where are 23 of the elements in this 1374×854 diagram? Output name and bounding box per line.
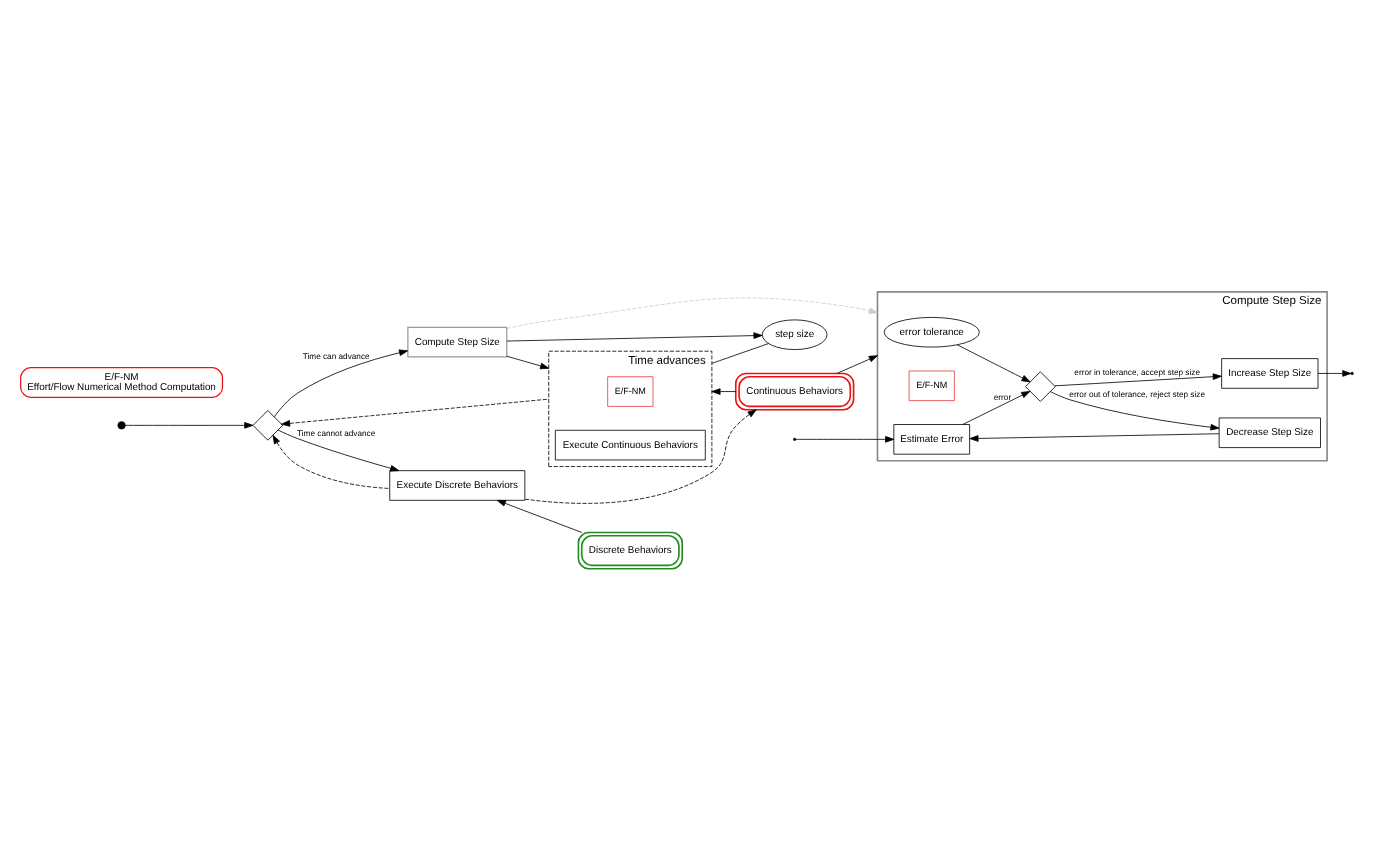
arrow — [969, 433, 1220, 442]
arrow — [277, 429, 400, 472]
arrow — [272, 434, 390, 489]
node-diamond — [252, 410, 284, 441]
connector — [711, 343, 769, 364]
arrow — [496, 499, 583, 533]
arrow — [1317, 370, 1352, 377]
arrow — [125, 422, 254, 429]
arrow — [1054, 373, 1222, 387]
arrow — [524, 409, 757, 504]
arrow — [711, 388, 736, 395]
arrow — [1049, 391, 1220, 431]
arrow — [962, 390, 1031, 425]
arrow — [281, 398, 550, 427]
node-diamond — [1025, 371, 1056, 402]
arrow — [273, 349, 409, 418]
arrow — [836, 355, 878, 374]
arrow — [956, 344, 1031, 383]
arrow — [506, 297, 878, 329]
arrow — [506, 355, 550, 370]
arrow — [506, 332, 763, 342]
node-circle — [117, 421, 126, 430]
arrow — [795, 436, 895, 443]
